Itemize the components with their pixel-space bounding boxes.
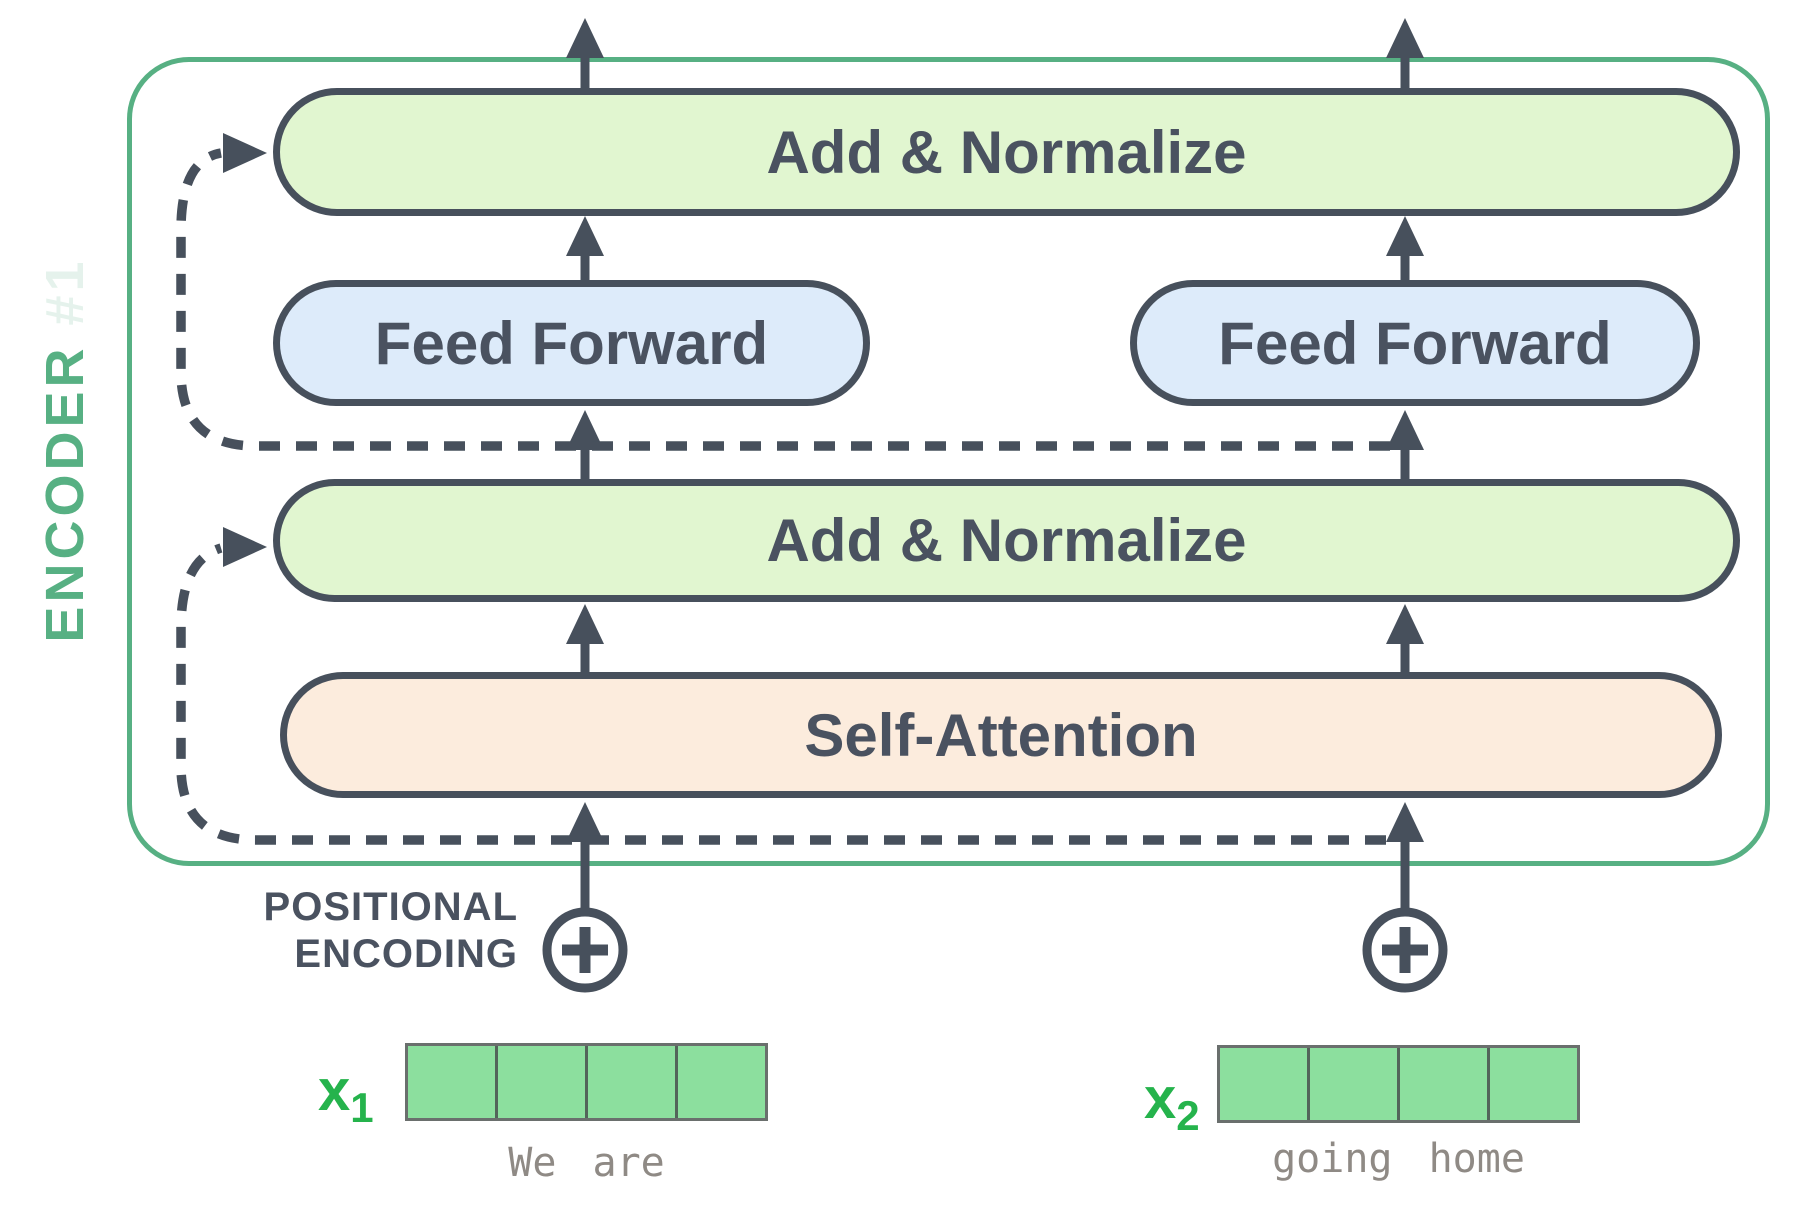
add-normalize-bottom-block: Add & Normalize [273, 479, 1740, 602]
plus-circle-icon-right [1362, 907, 1448, 993]
embedding-cell [1220, 1048, 1307, 1120]
embedding-vector-x2 [1217, 1045, 1580, 1123]
token-words-2: going home [1272, 1136, 1525, 1182]
add-normalize-top-label: Add & Normalize [766, 118, 1247, 186]
plus-circle-icon-left [542, 907, 628, 993]
token-label-x2: x2 [1144, 1070, 1200, 1137]
encoder-label-ghost-suffix: #1 [35, 257, 95, 345]
token-words-1: We are [508, 1140, 665, 1186]
embedding-cell [495, 1046, 585, 1118]
feed-forward-right-label: Feed Forward [1218, 309, 1612, 377]
embedding-vector-x1 [405, 1043, 768, 1121]
embedding-cell [585, 1046, 675, 1118]
positional-encoding-line2: ENCODING [294, 931, 518, 976]
feed-forward-left-block: Feed Forward [273, 280, 870, 406]
self-attention-label: Self-Attention [804, 701, 1198, 769]
positional-encoding-caption: POSITIONAL ENCODING [238, 884, 518, 978]
token-label-x1: x1 [318, 1062, 374, 1129]
embedding-cell [675, 1046, 765, 1118]
self-attention-block: Self-Attention [280, 672, 1722, 798]
positional-encoding-line1: POSITIONAL [263, 885, 518, 929]
embedding-cell [1307, 1048, 1397, 1120]
feed-forward-right-block: Feed Forward [1130, 280, 1700, 406]
token-x1-base: x [318, 1058, 351, 1123]
embedding-cell [408, 1046, 495, 1118]
encoder-label: ENCODER #1 [34, 240, 95, 660]
token-x2-base: x [1144, 1066, 1177, 1131]
embedding-cell [1487, 1048, 1577, 1120]
add-normalize-top-block: Add & Normalize [273, 88, 1740, 216]
feed-forward-left-label: Feed Forward [374, 309, 769, 377]
encoder-frame [127, 57, 1770, 866]
encoder-label-text: ENCODER [35, 344, 95, 643]
add-normalize-bottom-label: Add & Normalize [766, 507, 1247, 574]
embedding-cell [1397, 1048, 1487, 1120]
token-x2-subscript: 2 [1176, 1092, 1200, 1139]
token-x1-subscript: 1 [350, 1084, 374, 1131]
